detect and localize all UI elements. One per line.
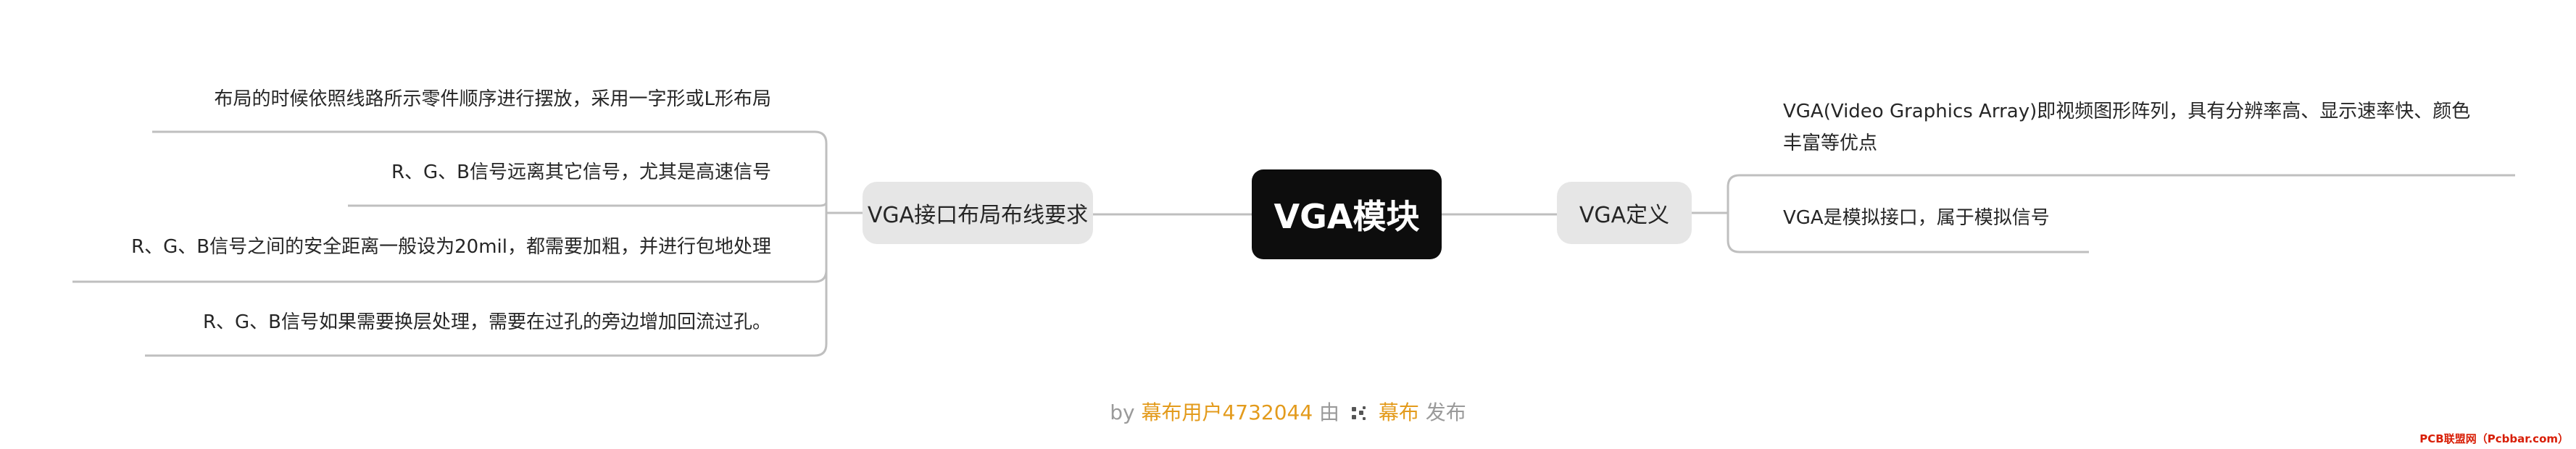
footer-user-link[interactable]: 幕布用户4732044 bbox=[1141, 400, 1313, 424]
branch-label: VGA定义 bbox=[1579, 203, 1670, 228]
branch-label: VGA接口布局布线要求 bbox=[867, 203, 1089, 228]
root-label: VGA模块 bbox=[1274, 197, 1420, 236]
leaf-node[interactable]: R、G、B信号远离其它信号，尤其是高速信号 bbox=[391, 161, 771, 183]
link-left-leaf-2 bbox=[348, 201, 828, 213]
branch-node-definition[interactable]: VGA定义 bbox=[1557, 182, 1692, 244]
link-left-leaf-4 bbox=[145, 213, 828, 357]
footer-credit: by 幕布用户4732044 由 幕布 发布 bbox=[0, 397, 2576, 426]
root-node[interactable]: VGA模块 bbox=[1252, 169, 1442, 259]
leaf-node[interactable]: VGA(Video Graphics Array)即视频图形阵列，具有分辨率高、… bbox=[1783, 101, 2471, 122]
link-left-leaf-1 bbox=[152, 130, 828, 213]
leaf-node-continuation: 丰富等优点 bbox=[1783, 133, 1878, 154]
leaf-node[interactable]: VGA是模拟接口，属于模拟信号 bbox=[1783, 207, 2050, 229]
footer-published: 发布 bbox=[1425, 400, 1466, 424]
leaf-node[interactable]: R、G、B信号之间的安全距离一般设为20mil，都需要加粗，并进行包地处理 bbox=[131, 236, 771, 258]
site-watermark: PCB联盟网（Pcbbar.com） bbox=[2419, 432, 2569, 445]
leaf-node[interactable]: R、G、B信号如果需要换层处理，需要在过孔的旁边增加回流过孔。 bbox=[202, 311, 771, 333]
link-right-leaf-1 bbox=[1727, 174, 2515, 213]
branch-node-layout-rules[interactable]: VGA接口布局布线要求 bbox=[863, 182, 1093, 244]
leaf-node[interactable]: 布局的时候依照线路所示零件顺序进行摆放，采用一字形或L形布局 bbox=[214, 88, 772, 110]
footer-via: 由 bbox=[1319, 400, 1340, 424]
footer-brand-link[interactable]: 幕布 bbox=[1378, 400, 1419, 424]
link-right-leaf-2 bbox=[1727, 213, 2089, 253]
footer-by: by bbox=[1110, 400, 1135, 424]
mubu-logo-icon bbox=[1351, 406, 1366, 420]
